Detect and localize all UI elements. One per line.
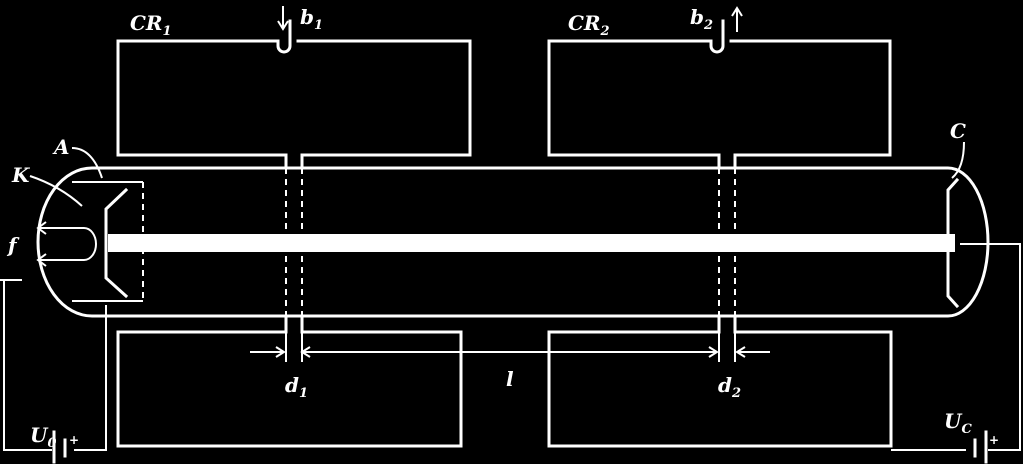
filament-f: [38, 227, 97, 261]
label-cathode: K: [11, 163, 31, 187]
label-anode: A: [52, 135, 70, 159]
electron-beam: [108, 234, 955, 252]
plus-uc: +: [989, 433, 999, 447]
label-cr2: CR2: [568, 11, 610, 39]
coupling-loop-b2: [709, 19, 725, 54]
label-b1: b1: [300, 5, 323, 33]
label-collector: C: [950, 119, 966, 143]
wire-uc: [891, 243, 1021, 451]
label-d1: d1: [285, 373, 308, 401]
cathode-k: [104, 187, 129, 299]
cavity-cr1-upper: [116, 39, 472, 170]
cavity-cr1-lower: [116, 314, 463, 448]
label-filament: f: [6, 233, 20, 257]
label-l: l: [506, 367, 514, 391]
wire-u0: [0, 279, 107, 451]
label-cr1: CR1: [130, 11, 172, 39]
leader-c: [951, 141, 965, 179]
label-d2: d2: [718, 373, 741, 401]
leader-k: [29, 175, 83, 207]
arrow-head-b1: [277, 20, 289, 31]
collector-c: [946, 177, 960, 309]
label-b2: b2: [690, 5, 713, 33]
label-uc: UC: [944, 409, 972, 437]
cavity-cr2-upper: [547, 39, 892, 170]
plus-u0: +: [69, 433, 79, 447]
coupling-loop-b1: [276, 19, 292, 54]
cavity-cr2-lower: [547, 314, 893, 448]
label-u0: U0: [30, 423, 57, 451]
arrow-head-b2: [731, 6, 743, 17]
tube-envelope: [36, 166, 990, 318]
leader-a: [71, 147, 103, 179]
